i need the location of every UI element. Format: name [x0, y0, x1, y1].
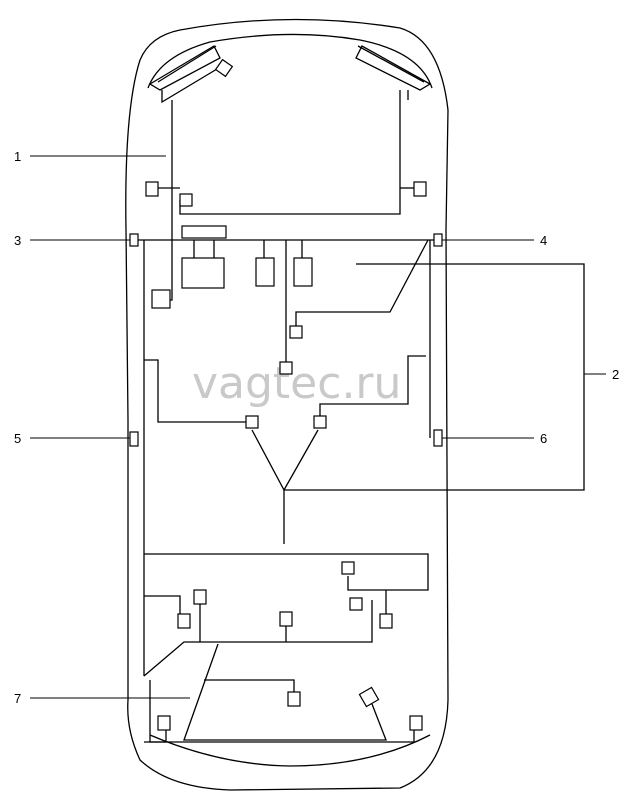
component-rear-right-lower	[379, 613, 393, 629]
windshield-inner-right	[357, 45, 425, 83]
component-rear-top-right	[341, 561, 355, 575]
wire-rear-top	[144, 553, 429, 591]
component-rear-left-lower	[177, 613, 191, 629]
rear-window-outline	[149, 734, 431, 767]
component-rear-left-upper	[193, 589, 207, 605]
component-rear-center	[279, 611, 293, 627]
wire-front-left-top	[161, 65, 223, 104]
connector-6	[433, 429, 443, 447]
wire-right-door	[319, 355, 426, 416]
windshield-inner	[157, 45, 217, 83]
component-rear-right-lamp	[409, 715, 423, 731]
components	[129, 58, 443, 731]
wire-front-left-trunk	[152, 100, 173, 301]
car-outer-outline	[125, 18, 449, 791]
callout-leaders	[30, 155, 606, 699]
component-left-module	[151, 289, 171, 309]
wire-rear-left-diag	[143, 641, 200, 677]
front-right-wiper	[355, 45, 432, 91]
wire-rear-bottom	[144, 728, 415, 743]
component-rear-left-lamp	[157, 715, 171, 731]
wiring-harness	[138, 65, 585, 743]
callout-4: 4	[540, 233, 547, 248]
component-rear-lower-center	[287, 691, 301, 707]
windshield-outline	[147, 33, 433, 89]
callout-3: 3	[14, 233, 21, 248]
wire-left-door	[144, 359, 246, 423]
component-right-fender	[413, 181, 427, 197]
wire-rear-lower	[183, 643, 387, 741]
callout-7: 7	[14, 691, 21, 706]
car-body-outline	[125, 18, 449, 791]
component-center-module-2	[293, 257, 313, 287]
component-fuse-strip	[181, 225, 227, 239]
component-center-sensor	[289, 325, 303, 339]
callout-5: 5	[14, 431, 21, 446]
component-rear-lower-right	[358, 686, 380, 708]
connector-5	[129, 431, 139, 447]
wire-rear-lower-branch	[204, 679, 295, 692]
front-left-wiper	[148, 45, 221, 91]
watermark-text: vagtec.ru	[192, 358, 401, 409]
component-left-fender	[145, 181, 159, 197]
component-center-module-1	[255, 257, 275, 287]
callout-6: 6	[540, 431, 547, 446]
connector-3	[129, 233, 139, 247]
callout-labels: 1 2 3 4 5 6 7	[14, 149, 619, 706]
wire-center-v	[251, 429, 319, 492]
connector-4	[433, 233, 443, 247]
wire-front-cross	[179, 90, 401, 215]
wire-rear-left-corner	[149, 680, 167, 743]
wire-rear-left-1	[144, 595, 181, 614]
component-control-unit	[181, 257, 225, 289]
callout-1: 1	[14, 149, 21, 164]
wire-right-diagonal	[295, 239, 429, 326]
callout-2: 2	[612, 367, 619, 382]
component-tunnel-switch	[279, 361, 293, 375]
component-front-left-lamp	[214, 58, 234, 78]
component-left-seat	[245, 415, 259, 429]
component-right-seat	[313, 415, 327, 429]
harness-2-bracket	[284, 263, 585, 491]
component-relay	[179, 193, 193, 207]
component-rear-right-upper	[349, 597, 363, 611]
